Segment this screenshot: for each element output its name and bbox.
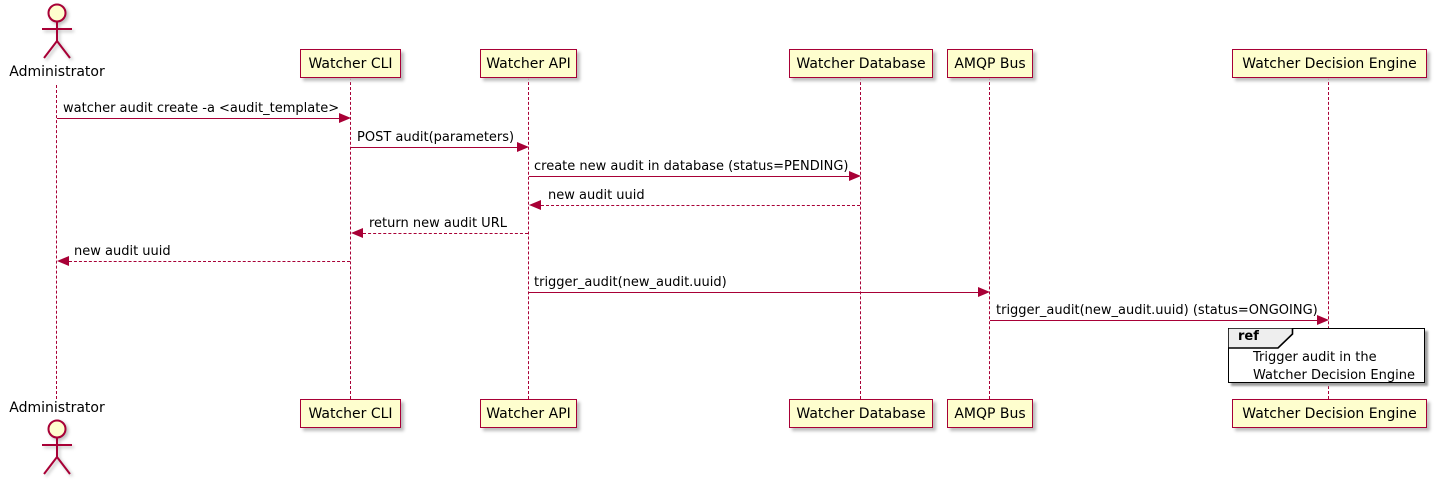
arrowhead-icon (517, 142, 529, 152)
participant-watcher-database-bottom: Watcher Database (789, 399, 933, 428)
ref-fragment: ref Trigger audit in the Watcher Decisio… (1228, 328, 1425, 383)
participant-label: AMQP Bus (954, 405, 1026, 422)
ref-tab-shape (1228, 328, 1294, 349)
arrowhead-icon (849, 171, 861, 181)
message-label: return new audit URL (369, 216, 507, 231)
participant-watcher-decision-engine-bottom: Watcher Decision Engine (1232, 399, 1427, 428)
message-line (990, 320, 1317, 321)
message-label: trigger_audit(new_audit.uuid) (534, 275, 727, 290)
message-line (529, 176, 849, 177)
message-label: watcher audit create -a <audit_template> (63, 101, 340, 116)
message-label: create new audit in database (status=PEN… (534, 159, 849, 174)
message-line (57, 118, 340, 119)
actor-administrator-icon (42, 419, 72, 475)
arrowhead-icon (57, 256, 69, 266)
actor-administrator-label-bottom: Administrator (9, 400, 105, 416)
arrowhead-icon (978, 287, 990, 297)
participant-watcher-database-top: Watcher Database (789, 49, 933, 78)
ref-text: Trigger audit in the Watcher Decision En… (1253, 349, 1415, 385)
arrowhead-icon (339, 113, 351, 123)
ref-text-line: Trigger audit in the (1253, 350, 1377, 365)
participant-label: Watcher Database (796, 405, 926, 422)
arrowhead-icon (351, 228, 363, 238)
participant-watcher-api-bottom: Watcher API (480, 399, 577, 428)
message-label: new audit uuid (74, 244, 171, 259)
ref-keyword: ref (1238, 329, 1259, 344)
lifeline-watcher-api (528, 77, 529, 399)
message-label: POST audit(parameters) (357, 130, 515, 145)
lifeline-administrator (56, 85, 57, 399)
ref-text-line: Watcher Decision Engine (1253, 368, 1415, 383)
participant-label: AMQP Bus (954, 55, 1026, 72)
arrowhead-icon (529, 200, 541, 210)
participant-label: Watcher API (486, 55, 571, 72)
participant-label: Watcher API (486, 405, 571, 422)
arrowhead-icon (1317, 315, 1329, 325)
participant-watcher-decision-engine-top: Watcher Decision Engine (1232, 49, 1427, 78)
participant-watcher-cli-top: Watcher CLI (300, 49, 401, 78)
actor-administrator-label-top: Administrator (9, 64, 105, 80)
message-line (529, 292, 978, 293)
participant-watcher-api-top: Watcher API (480, 49, 577, 78)
message-line (541, 205, 860, 206)
message-line (69, 261, 350, 262)
message-line (351, 147, 517, 148)
message-label: trigger_audit(new_audit.uuid) (status=ON… (996, 303, 1318, 318)
message-label: new audit uuid (548, 188, 645, 203)
lifeline-watcher-database (860, 77, 861, 399)
lifeline-watcher-decision-engine (1328, 77, 1329, 399)
participant-label: Watcher Database (796, 55, 926, 72)
participant-label: Watcher CLI (308, 55, 393, 72)
participant-label: Watcher CLI (308, 405, 393, 422)
lifeline-watcher-cli (350, 77, 351, 399)
participant-watcher-cli-bottom: Watcher CLI (300, 399, 401, 428)
participant-label: Watcher Decision Engine (1242, 55, 1417, 72)
message-line (363, 233, 528, 234)
participant-amqp-bus-top: AMQP Bus (947, 49, 1033, 78)
participant-label: Watcher Decision Engine (1242, 405, 1417, 422)
lifeline-amqp-bus (989, 77, 990, 399)
actor-administrator-icon (42, 3, 72, 59)
participant-amqp-bus-bottom: AMQP Bus (947, 399, 1033, 428)
